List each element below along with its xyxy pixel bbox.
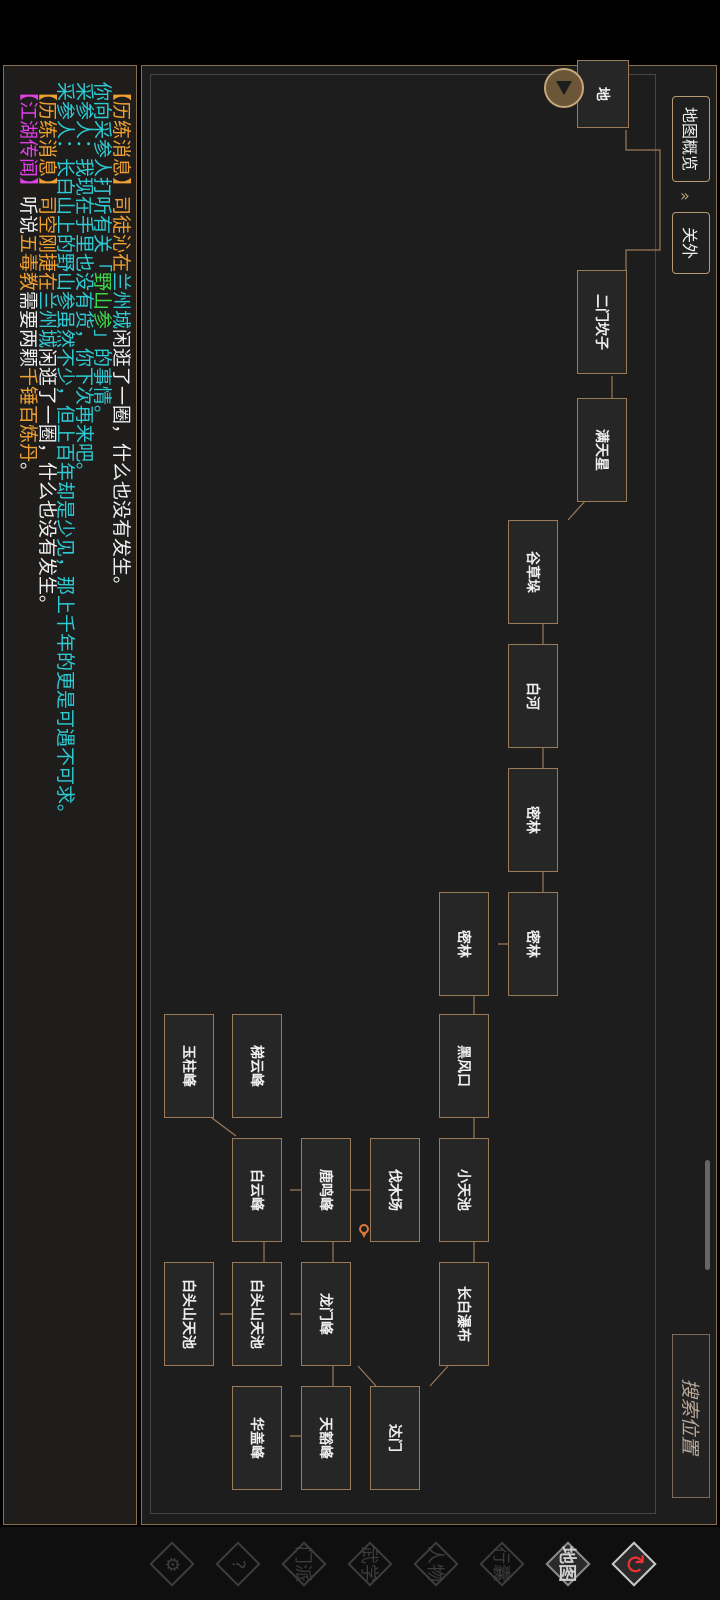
message-line: 【历练消息】司徒沁在兰州城闲逛了一圈，什么也没有发生。: [110, 82, 132, 596]
map-node[interactable]: 密林: [439, 892, 489, 996]
map-node[interactable]: 满天星: [577, 398, 627, 502]
map-scrollbar[interactable]: [705, 1160, 710, 1270]
map-node[interactable]: 谷草垛: [508, 520, 558, 624]
gear-icon[interactable]: ⚙: [148, 1540, 196, 1588]
message-log-panel[interactable]: 【历练消息】司徒沁在兰州城闲逛了一圈，什么也没有发生。你向采参人打听有关「野山参…: [3, 65, 137, 1525]
map-node[interactable]: 鹿鸣峰: [301, 1138, 351, 1242]
map-node[interactable]: 天豁峰: [301, 1386, 351, 1490]
message-line: 【江湖传闻】听说五毒教需要两颗千锤百炼丹。: [17, 82, 40, 482]
map-icon[interactable]: 地图: [544, 1540, 592, 1588]
map-node[interactable]: 密林: [508, 768, 558, 872]
map-node[interactable]: 白云峰: [232, 1138, 282, 1242]
message-log: 【历练消息】司徒沁在兰州城闲逛了一圈，什么也没有发生。你向采参人打听有关「野山参…: [4, 72, 136, 1512]
map-node[interactable]: 伐木场: [370, 1138, 420, 1242]
status-bar: [0, 0, 720, 64]
martial-icon[interactable]: 武学: [346, 1540, 394, 1588]
chevron-right-icon: »: [680, 186, 690, 205]
location-pin-icon: [359, 1224, 369, 1238]
map-panel[interactable]: [141, 65, 717, 1525]
character-icon[interactable]: 人物: [412, 1540, 460, 1588]
map-node[interactable]: 黑风口: [439, 1014, 489, 1118]
map-node[interactable]: 二门坎子: [577, 270, 627, 374]
sect-icon[interactable]: 门派: [280, 1540, 328, 1588]
map-node[interactable]: 小天池: [439, 1138, 489, 1242]
map-node[interactable]: 白头山天池: [232, 1262, 282, 1366]
map-node[interactable]: 达门: [370, 1386, 420, 1490]
map-node[interactable]: 龙门峰: [301, 1262, 351, 1366]
message-line: 你向采参人打听有关「野山参」的事情。: [91, 82, 114, 425]
map-node[interactable]: 密林: [508, 892, 558, 996]
map-node[interactable]: 华盖峰: [232, 1386, 282, 1490]
map-node[interactable]: 地: [577, 60, 629, 128]
map-canvas-frame: [150, 74, 656, 1514]
question-icon[interactable]: ?: [214, 1540, 262, 1588]
bag-icon[interactable]: 行囊: [478, 1540, 526, 1588]
message-line: 【历练消息】司空刚捷在兰州城闲逛了一圈，什么也没有发生。: [36, 82, 58, 615]
return-icon[interactable]: ↻: [610, 1540, 658, 1588]
map-node[interactable]: 白河: [508, 644, 558, 748]
map-overview-button[interactable]: 地图概览: [672, 96, 710, 182]
search-location-button[interactable]: 搜索位置: [672, 1334, 710, 1498]
message-line: 采参人：我现在手里也没有货，你下次再来吧。: [73, 82, 95, 482]
map-node[interactable]: 白头山天池: [164, 1262, 214, 1366]
message-line: 采参人：长白山上的野山参虽然不少，但上百年却是少见，那上千年的更是可遇不可求。: [54, 82, 77, 824]
play-icon[interactable]: [544, 68, 584, 108]
map-node[interactable]: 长白瀑布: [439, 1262, 489, 1366]
bottom-navigation: [0, 1527, 720, 1600]
map-node[interactable]: 梯云峰: [232, 1014, 282, 1118]
map-node[interactable]: 玉柱峰: [164, 1014, 214, 1118]
region-button[interactable]: 关外: [672, 212, 710, 274]
